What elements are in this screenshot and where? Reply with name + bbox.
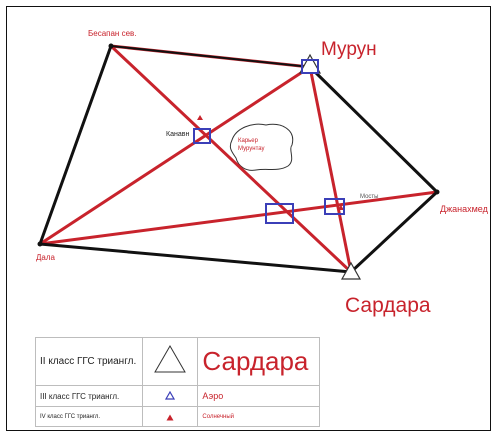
legend-row-2: III класс ГГС триангл. Аэро — [34, 385, 320, 407]
marker-boxes — [193, 59, 345, 224]
label-besapan: Бесапан сев. — [88, 29, 137, 38]
station-dala-dot — [37, 241, 43, 247]
legend-example-3: Солнечный — [197, 406, 320, 427]
triangle-mostly-icon — [338, 205, 344, 210]
triangle-kanavin-icon — [197, 115, 203, 120]
network-outline — [38, 44, 439, 274]
legend-class-4: IV класс ГГС триангл. — [34, 406, 144, 427]
legend-triangle-large-icon — [154, 344, 187, 373]
marker-box-center — [265, 203, 294, 224]
legend-symbol-2 — [142, 385, 199, 407]
marker-box-mostly — [324, 198, 345, 215]
legend-table: II класс ГГС триангл. Сардара III класс … — [34, 337, 320, 427]
marker-box-murun — [301, 59, 319, 74]
label-mostly: Мосты — [360, 194, 378, 200]
label-dala: Дала — [36, 253, 56, 262]
label-quarry-line2: Мурунтау — [238, 146, 265, 152]
triangle-sardara-icon — [340, 261, 362, 280]
line-besapan-sardara — [109, 44, 353, 274]
line-murun-sardara — [308, 65, 353, 274]
legend-symbol-1 — [142, 337, 199, 386]
station-dzhanakhmed-dot — [434, 189, 440, 195]
quarry-outline — [229, 123, 294, 171]
legend-class-2: II класс ГГС триангл. — [34, 337, 144, 386]
line-dala-murun — [38, 65, 312, 246]
label-sardara: Сардара — [345, 294, 431, 317]
label-dzhanakhmed: Джанахмед — [440, 204, 489, 214]
label-kanavin: Канавн — [166, 131, 189, 138]
legend-row-3: IV класс ГГС триангл. Солнечный — [34, 406, 320, 427]
marker-box-kanavin — [193, 128, 211, 144]
legend-symbol-3 — [142, 406, 199, 427]
legend-triangle-red-icon — [166, 414, 174, 420]
legend-row-1: II класс ГГС триангл. Сардара — [34, 337, 320, 386]
legend-triangle-blue-icon — [165, 390, 176, 400]
station-besapan-dot — [108, 43, 114, 49]
label-quarry-line1: Карьер — [238, 138, 259, 144]
line-dala-dzhanakhmed — [38, 190, 439, 246]
label-murun: Мурун — [321, 39, 377, 60]
legend-example-2: Аэро — [197, 385, 320, 407]
legend-example-1: Сардара — [197, 337, 320, 386]
legend-class-3: III класс ГГС триангл. — [34, 385, 144, 407]
